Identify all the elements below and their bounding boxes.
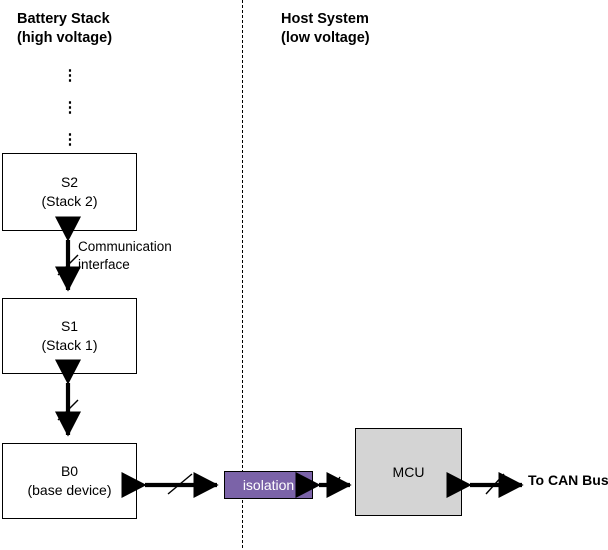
block-base-device-subtitle: (base device) bbox=[27, 482, 112, 498]
block-base-device[interactable]: B0 (base device) bbox=[2, 443, 137, 519]
block-stack-2-title: S2 bbox=[60, 174, 79, 190]
block-isolation[interactable]: isolation bbox=[224, 471, 313, 499]
communication-interface-label: Communication interface bbox=[78, 239, 172, 272]
ellipsis-dot-2: ⋮ bbox=[62, 99, 78, 116]
arrow-base-isolation bbox=[121, 471, 219, 499]
battery-stack-header: Battery Stack (high voltage) bbox=[17, 11, 113, 46]
arrow-stack1-base bbox=[54, 359, 82, 437]
isolation-boundary-divider bbox=[242, 0, 243, 548]
ellipsis-dot-1: ⋮ bbox=[62, 67, 78, 84]
to-can-bus-label: To CAN Bus bbox=[528, 472, 608, 488]
block-mcu[interactable]: MCU bbox=[355, 428, 462, 516]
block-stack-2[interactable]: S2 (Stack 2) bbox=[2, 153, 137, 231]
block-stack-2-subtitle: (Stack 2) bbox=[41, 193, 98, 209]
block-isolation-label: isolation bbox=[242, 476, 295, 493]
ellipsis-dot-3: ⋮ bbox=[62, 131, 78, 148]
arrow-mcu-can-bus bbox=[446, 471, 524, 499]
arrow-stack2-stack1 bbox=[54, 216, 82, 292]
block-stack-1-subtitle: (Stack 1) bbox=[41, 337, 98, 353]
stack-continuation-ellipsis: ⋮ ⋮ ⋮ bbox=[60, 67, 80, 148]
block-stack-1-title: S1 bbox=[60, 318, 79, 334]
block-base-device-title: B0 bbox=[60, 463, 79, 479]
host-system-header: Host System (low voltage) bbox=[281, 11, 370, 46]
block-stack-1[interactable]: S1 (Stack 1) bbox=[2, 298, 137, 374]
block-mcu-label: MCU bbox=[392, 463, 425, 480]
arrow-isolation-mcu bbox=[295, 471, 352, 499]
